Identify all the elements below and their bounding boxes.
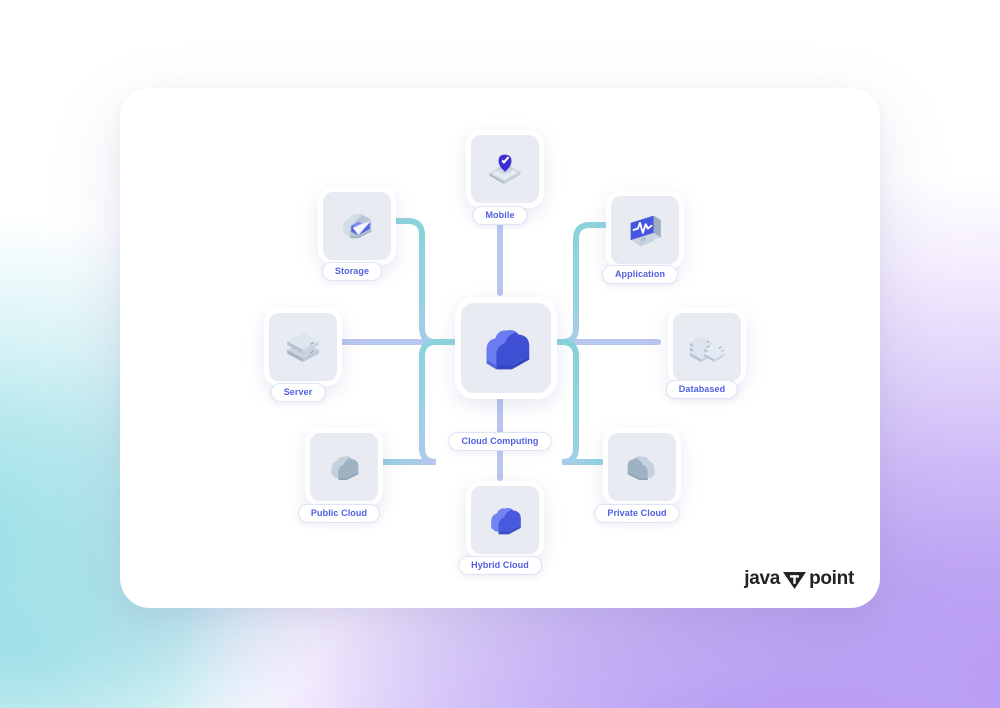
node-label-mobile: Mobile: [472, 206, 528, 225]
wire-public-cloud-tail: [373, 353, 437, 465]
diagram-card: Cloud Computing Mobile Storage: [120, 88, 880, 608]
monitor-waveform-icon: [606, 191, 684, 269]
stacked-server-icon: [264, 308, 342, 386]
grey-cloud-flipped-icon: [603, 428, 681, 506]
wire-public-cloud: [373, 339, 463, 465]
logo-triangle-mark: [782, 570, 807, 589]
cloud-icon: [455, 297, 557, 399]
node-label-databased: Databased: [665, 380, 739, 399]
node-label-storage: Storage: [321, 262, 383, 281]
node-label-hybrid-cloud: Hybrid Cloud: [458, 556, 542, 575]
node-label-server: Server: [270, 383, 326, 402]
node-label-public-cloud: Public Cloud: [297, 504, 381, 523]
logo-word-java: java: [744, 568, 781, 589]
wire-private-cloud: [537, 339, 604, 465]
cloud-folder-icon: [318, 187, 396, 265]
cloud-computing-diagram: Cloud Computing Mobile Storage: [120, 88, 880, 608]
database-stack-icon: [668, 308, 746, 386]
logo-word-point: point: [809, 568, 854, 589]
mobile-phone-location-icon: [466, 130, 544, 208]
javatpoint-logo: java point: [744, 568, 854, 590]
wire-storage: [385, 218, 463, 345]
node-label-private-cloud: Private Cloud: [594, 504, 680, 523]
node-label-cloud-computing: Cloud Computing: [448, 432, 552, 451]
node-label-application: Application: [601, 265, 679, 284]
blue-cloud-icon: [466, 481, 544, 559]
grey-cloud-icon: [305, 428, 383, 506]
